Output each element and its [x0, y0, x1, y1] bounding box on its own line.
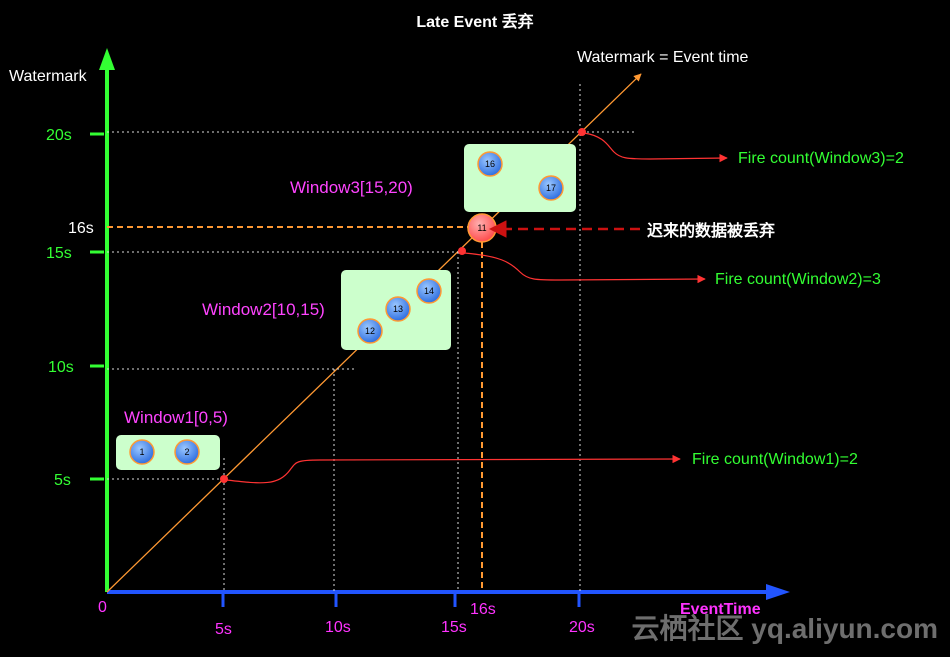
window1-label: Window1[0,5): [124, 408, 228, 427]
y-tick-16s: 16s: [68, 220, 94, 237]
fire-arrow-window3: [583, 132, 728, 163]
y-tick-5s: 5s: [54, 472, 71, 489]
event-ball-14-label: 14: [424, 286, 434, 296]
y-tick-10s: 10s: [48, 359, 74, 376]
x-tick-15s: 15s: [441, 619, 467, 636]
late-event-ball-11-label: 11: [477, 223, 486, 233]
event-ball-16: [477, 151, 503, 177]
event-ball-2: [174, 439, 200, 465]
fire-count-window2: Fire count(Window2)=3: [715, 271, 881, 288]
event-ball-12-label: 12: [365, 326, 375, 336]
fire-arrows: [225, 132, 728, 484]
x-tick-20s: 20s: [569, 619, 595, 636]
window3: Window3[15,20) 16 17: [290, 144, 576, 212]
window2: Window2[10,15) 12 13 14: [202, 270, 451, 350]
x-axis-title: EventTime: [680, 601, 761, 618]
y-tick-20s: 20s: [46, 127, 72, 144]
fire-point-window2: [458, 247, 466, 255]
fire-count-window3: Fire count(Window3)=2: [738, 150, 904, 167]
y-axis-arrowhead: [99, 48, 115, 70]
event-ball-1-label: 1: [139, 447, 144, 457]
fire-count-window1: Fire count(Window1)=2: [692, 451, 858, 468]
x-tick-5s: 5s: [215, 621, 232, 638]
late-event-text: 迟来的数据被丢弃: [647, 221, 775, 240]
fire-point-window3: [578, 128, 586, 136]
fire-arrow-window1: [225, 454, 681, 484]
y-axis-title: Watermark: [9, 68, 88, 85]
diagonal-label: Watermark = Event time: [577, 49, 749, 66]
fire-arrow-window2: [463, 252, 706, 284]
site-watermark: 云栖社区 yq.aliyun.com: [632, 613, 939, 644]
x-ticks: 5s 10s 15s 16s 20s: [215, 592, 595, 638]
event-ball-16-label: 16: [485, 159, 495, 169]
window3-label: Window3[15,20): [290, 178, 413, 197]
x-tick-10s: 10s: [325, 619, 351, 636]
event-ball-13: [385, 296, 411, 322]
window3-box: [464, 144, 576, 212]
x-axis-arrowhead: [766, 584, 790, 600]
fire-point-window1: [220, 475, 228, 483]
event-ball-13-label: 13: [393, 304, 403, 314]
event-ball-1: [129, 439, 155, 465]
event-ball-12: [357, 318, 383, 344]
x-tick-16s: 16s: [470, 601, 496, 618]
diagram-title: Late Event 丢弃: [416, 12, 533, 31]
window2-label: Window2[10,15): [202, 300, 325, 319]
late-event-16s-lines: [107, 226, 483, 592]
window1: Window1[0,5) 1 2: [116, 408, 228, 470]
event-ball-17: [538, 175, 564, 201]
y-tick-15s: 15s: [46, 245, 72, 262]
guide-lines: [107, 84, 637, 592]
y-ticks: 5s 10s 15s 16s 20s: [46, 127, 104, 489]
origin-label: 0: [98, 599, 107, 616]
event-ball-2-label: 2: [184, 447, 189, 457]
late-event: 11 迟来的数据被丢弃: [467, 213, 775, 243]
event-ball-14: [416, 278, 442, 304]
event-ball-17-label: 17: [546, 183, 556, 193]
